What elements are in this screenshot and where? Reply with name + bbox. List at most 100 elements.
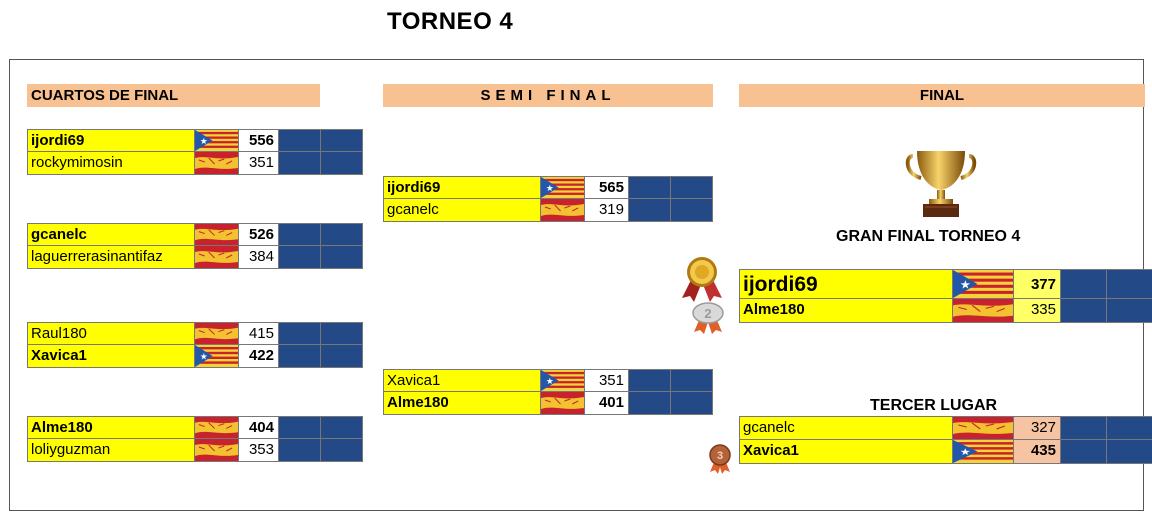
player-score: 435: [1014, 440, 1061, 463]
svg-text:★: ★: [960, 447, 971, 458]
empty-cell: [1061, 299, 1107, 322]
empty-cell: [671, 392, 713, 414]
player-name: Alme180: [28, 417, 195, 438]
spain-flag: [195, 439, 239, 461]
player-score: 327: [1014, 417, 1061, 439]
player-score: 377: [1014, 270, 1061, 298]
catalonia-flag: ★: [541, 370, 585, 391]
svg-text:★: ★: [546, 377, 554, 387]
empty-cell: [279, 246, 321, 268]
player-row: Xavica1 ★ 351: [383, 369, 713, 392]
player-row: gcanelc 319: [383, 199, 713, 222]
player-name: Raul180: [28, 323, 195, 344]
spain-flag: [195, 152, 239, 174]
final-match: ijordi69 ★ 377 Alme180 335: [739, 269, 1152, 323]
spain-flag: [195, 323, 239, 344]
svg-text:★: ★: [546, 184, 554, 194]
catalonia-flag: ★: [195, 345, 239, 367]
empty-cell: [1107, 440, 1152, 463]
catalonia-flag: ★: [541, 177, 585, 198]
catalonia-flag: ★: [195, 130, 239, 151]
player-score: 556: [239, 130, 279, 151]
spain-flag: [541, 392, 585, 414]
quarterfinal-match-4: Alme180 404 loliyguzman 353: [27, 416, 363, 462]
trophy-icon: [905, 151, 977, 217]
third-place-match: gcanelc 327 Xavica1 ★ 435: [739, 416, 1152, 464]
player-name: Xavica1: [740, 440, 953, 463]
empty-cell: [279, 417, 321, 438]
empty-cell: [279, 323, 321, 344]
silver-medal-icon: 2: [692, 302, 724, 334]
empty-cell: [629, 177, 671, 198]
player-row: ijordi69 ★ 377: [739, 269, 1152, 299]
spain-flag: [953, 299, 1014, 322]
empty-cell: [671, 177, 713, 198]
quarterfinal-match-2: gcanelc 526 laguerrerasinantifaz 384: [27, 223, 363, 269]
svg-text:★: ★: [200, 352, 208, 362]
player-name: gcanelc: [28, 224, 195, 245]
svg-text:★: ★: [200, 137, 208, 147]
empty-cell: [321, 323, 363, 344]
empty-cell: [671, 199, 713, 221]
spain-flag: [541, 199, 585, 221]
header-semifinal: SEMI FINAL: [383, 84, 713, 107]
gold-medal-icon: [682, 257, 722, 302]
empty-cell: [279, 345, 321, 367]
empty-cell: [671, 370, 713, 391]
player-name: loliyguzman: [28, 439, 195, 461]
svg-text:2: 2: [704, 306, 711, 321]
player-score: 526: [239, 224, 279, 245]
quarterfinal-match-3: Raul180 415 Xavica1 ★ 422: [27, 322, 363, 368]
player-row: laguerrerasinantifaz 384: [27, 246, 363, 269]
spain-flag: [195, 224, 239, 245]
player-score: 404: [239, 417, 279, 438]
bronze-medal-icon: 3: [709, 444, 731, 474]
player-row: Raul180 415: [27, 322, 363, 345]
player-row: ijordi69 ★ 565: [383, 176, 713, 199]
player-score: 353: [239, 439, 279, 461]
catalonia-flag: ★: [953, 440, 1014, 463]
player-row: gcanelc 327: [739, 416, 1152, 440]
quarterfinal-match-1: ijordi69 ★ 556 rockymimosin 351: [27, 129, 363, 175]
player-score: 319: [585, 199, 629, 221]
player-name: ijordi69: [28, 130, 195, 151]
spain-flag: [195, 246, 239, 268]
player-score: 384: [239, 246, 279, 268]
empty-cell: [1107, 417, 1152, 439]
player-row: ijordi69 ★ 556: [27, 129, 363, 152]
empty-cell: [321, 224, 363, 245]
player-row: Xavica1 ★ 422: [27, 345, 363, 368]
empty-cell: [629, 392, 671, 414]
player-name: rockymimosin: [28, 152, 195, 174]
empty-cell: [1061, 440, 1107, 463]
player-score: 565: [585, 177, 629, 198]
semifinal-match-2: Xavica1 ★ 351 Alme180 401: [383, 369, 713, 415]
empty-cell: [279, 130, 321, 151]
svg-text:3: 3: [717, 450, 723, 462]
catalonia-flag: ★: [953, 270, 1014, 298]
player-row: Alme180 401: [383, 392, 713, 415]
semifinal-match-1: ijordi69 ★ 565 gcanelc 319: [383, 176, 713, 222]
empty-cell: [321, 439, 363, 461]
spain-flag: [953, 417, 1014, 439]
page-title: TORNEO 4: [387, 8, 514, 35]
empty-cell: [629, 199, 671, 221]
empty-cell: [279, 439, 321, 461]
player-row: gcanelc 526: [27, 223, 363, 246]
player-name: ijordi69: [384, 177, 541, 198]
player-row: loliyguzman 353: [27, 439, 363, 462]
player-name: Alme180: [384, 392, 541, 414]
player-name: Xavica1: [384, 370, 541, 391]
empty-cell: [321, 345, 363, 367]
player-row: Alme180 404: [27, 416, 363, 439]
empty-cell: [1107, 299, 1152, 322]
player-name: gcanelc: [384, 199, 541, 221]
empty-cell: [321, 152, 363, 174]
player-name: ijordi69: [740, 270, 953, 298]
empty-cell: [1061, 417, 1107, 439]
player-row: Alme180 335: [739, 299, 1152, 323]
player-score: 415: [239, 323, 279, 344]
empty-cell: [279, 224, 321, 245]
spain-flag: [195, 417, 239, 438]
player-score: 351: [585, 370, 629, 391]
